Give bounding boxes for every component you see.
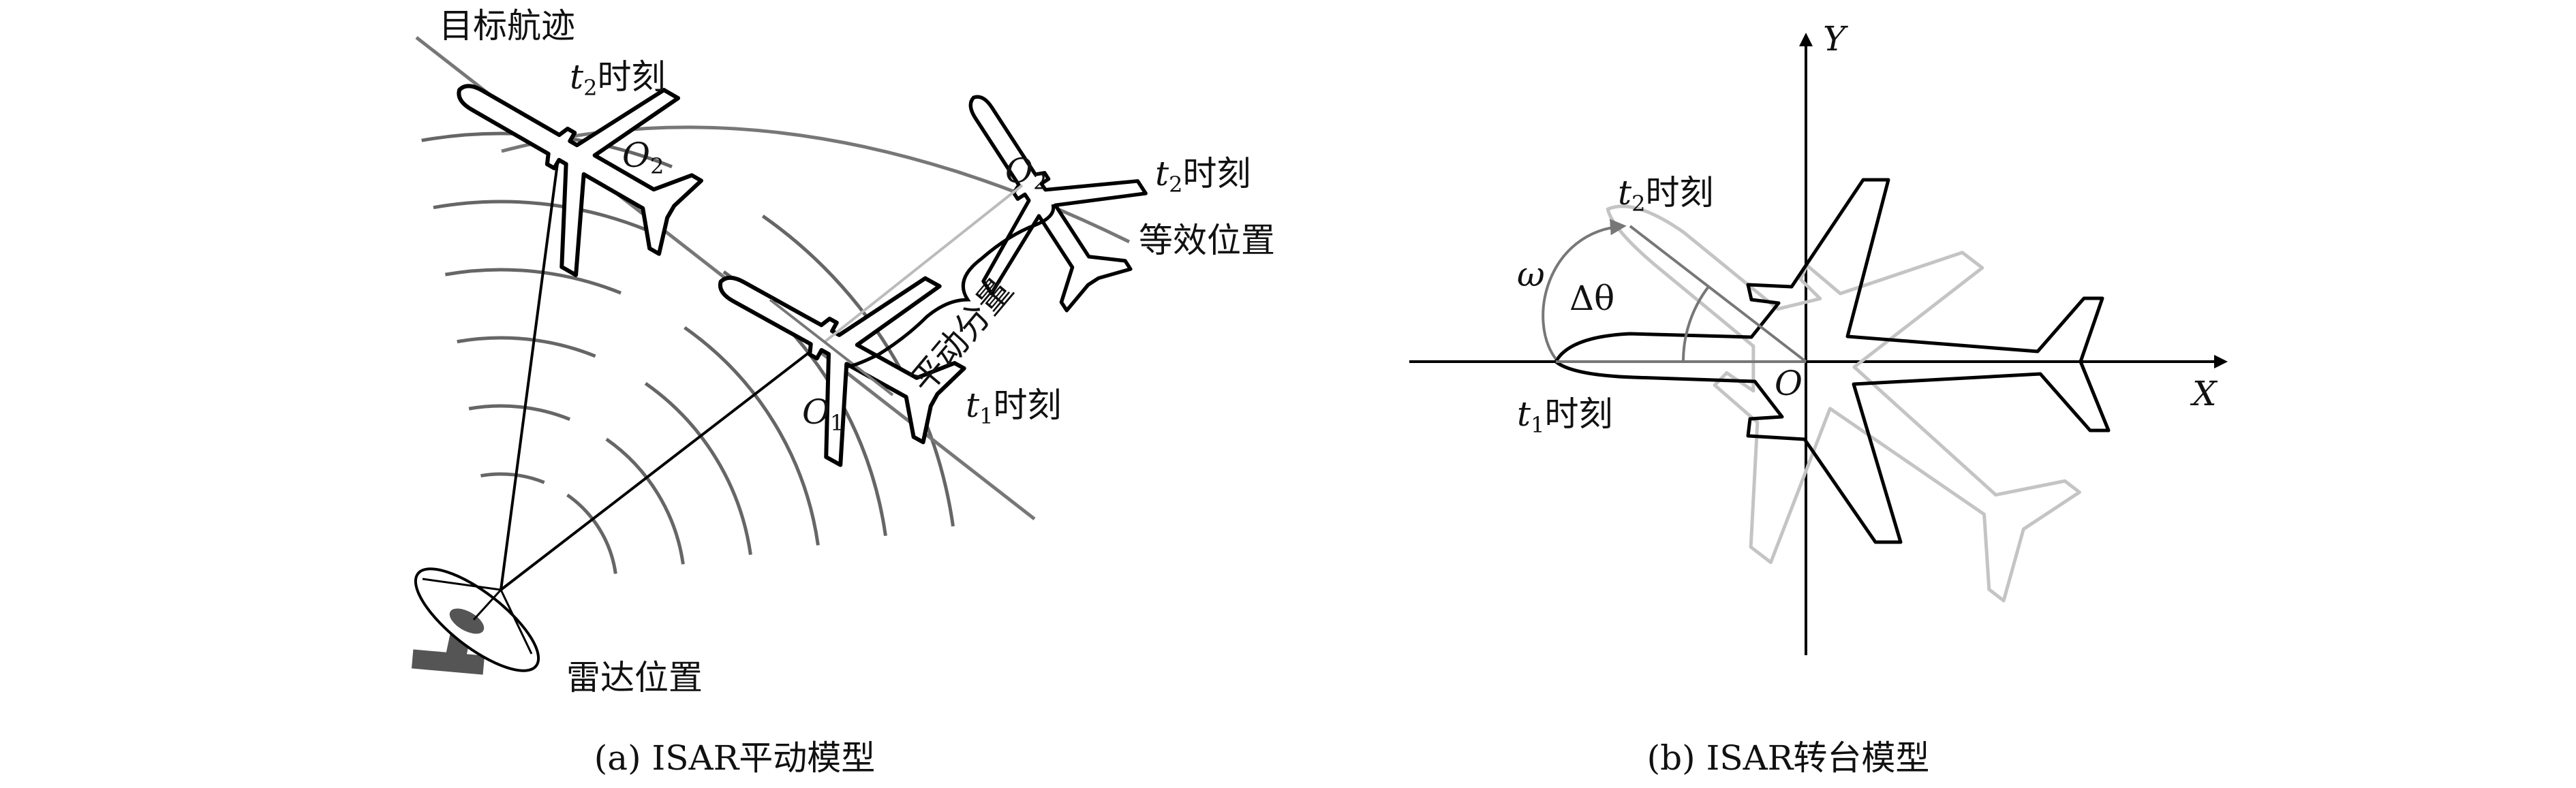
panel-b-turntable-model: Y X O ω Δθ t2时刻 t1时刻 (b) ISAR转台模型 [1409,19,2228,778]
translation-brace [844,204,1056,368]
radar-wave-arc [444,268,622,295]
delta-theta-arc [1681,285,1710,362]
trajectory-label: 目标航迹 [439,6,575,46]
t2-equivalent-label: t2时刻 [1155,154,1251,198]
omega-label: ω [1517,255,1545,294]
radar-icon [411,567,540,675]
airplane-t2-rotated-icon [1606,204,2081,603]
radar-los-o1 [500,339,826,591]
delta-theta-label: Δθ [1569,279,1614,318]
radar-wave-arc [684,326,820,546]
radar-wave-arc [761,215,955,527]
omega-arrow [1542,219,1627,360]
panel-a-translation-model: 目标航迹 t2时刻 O2 O2 t2时刻 等效位置 平动分量 O1 t1时刻 雷… [401,1,1275,778]
o2-label: O2 [622,136,664,179]
translation-vector-line [823,184,1024,343]
radar-waves [421,131,955,574]
radar-wave-arc [644,381,752,555]
radar-wave-arc [480,472,545,484]
equivalent-position-label: 等效位置 [1139,221,1275,260]
radar-wave-arc [566,493,617,574]
nose-vector-t2 [1629,225,1807,363]
t1-label: t1时刻 [966,385,1061,429]
radar-wave-arc [433,200,647,232]
y-axis-label: Y [1823,19,1848,59]
airplane-t1-icon [1554,178,2111,544]
o1-label: O1 [802,392,844,436]
caption-a: (a) ISAR平动模型 [594,738,875,778]
t1-label-b: t1时刻 [1517,394,1612,438]
radar-wave-arc [457,336,596,358]
radar-position-label: 雷达位置 [566,658,703,697]
trajectory-overlay [769,298,894,396]
airplane-t2-icon [408,1,731,306]
radar-wave-arc [468,404,571,421]
radar-los-o2 [500,153,560,590]
radar-wave-arc [605,437,685,565]
t2-label: t2时刻 [570,57,665,101]
origin-label: O [1775,364,1803,403]
o2-equivalent-label: O2 [1005,151,1047,195]
x-axis-label: X [2190,374,2218,413]
caption-b: (b) ISAR转台模型 [1647,738,1930,778]
t2-label-b: t2时刻 [1618,173,1713,217]
